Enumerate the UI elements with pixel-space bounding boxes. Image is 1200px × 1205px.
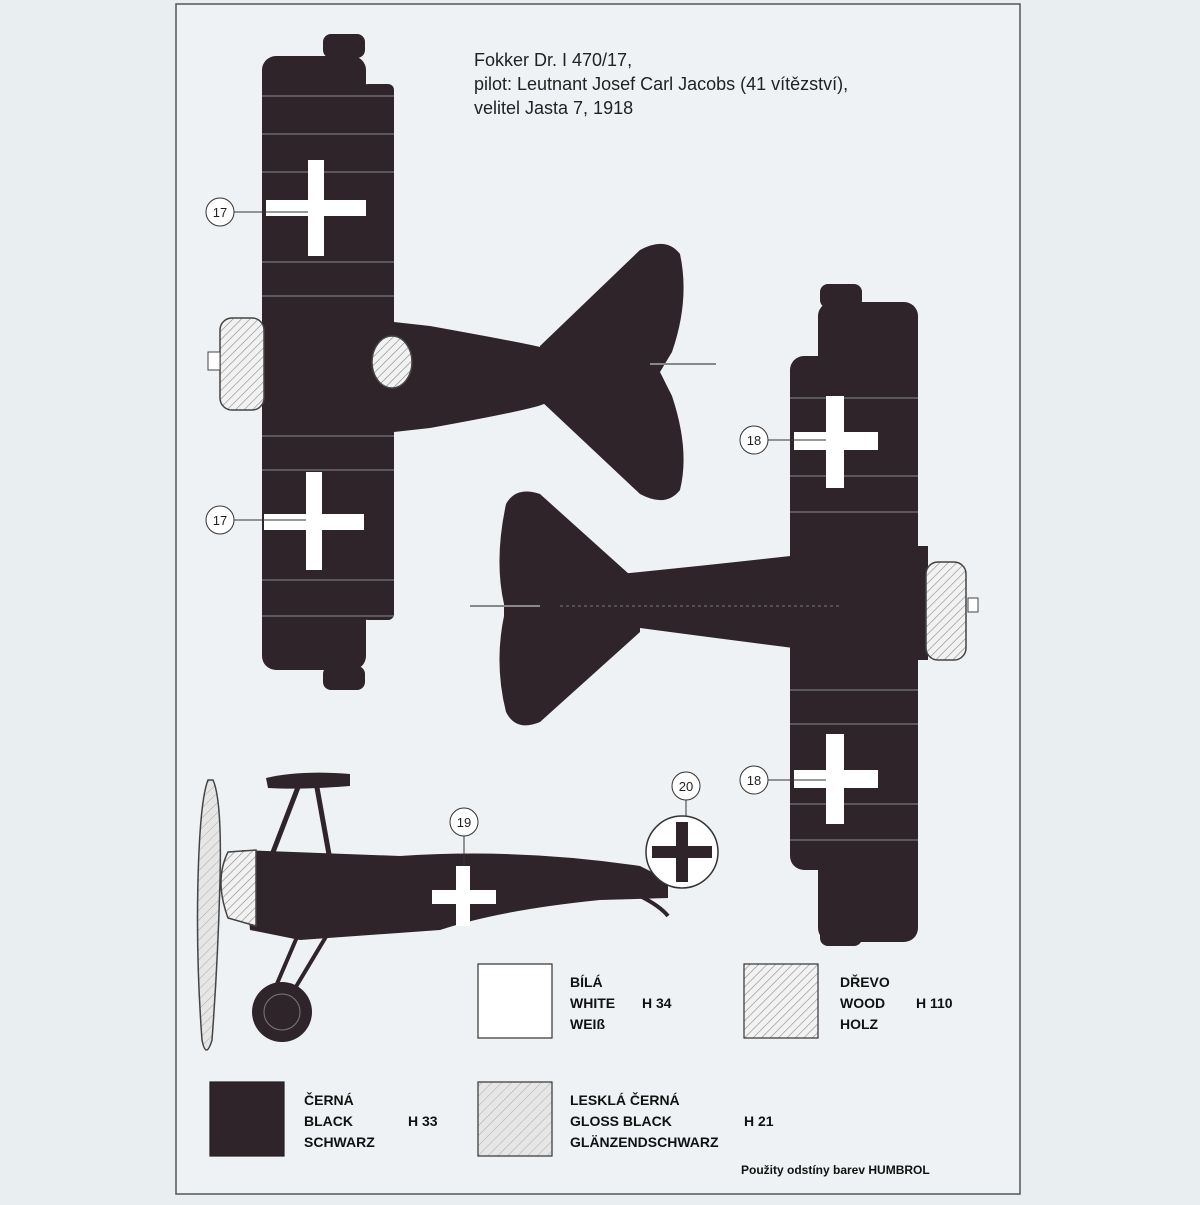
- bottom-view-propeller-hub: [967, 597, 979, 613]
- swatch-black-label: ČERNÁ BLACK SCHWARZ: [304, 1090, 375, 1153]
- side-view-cowling: [220, 849, 257, 927]
- bottom-view-fuselage: [560, 548, 922, 658]
- callout-label: 18: [747, 773, 761, 788]
- callout-circle: [205, 197, 235, 227]
- top-view-aileron-bottom: [323, 666, 365, 690]
- side-view-tailskid: [639, 894, 670, 918]
- swatch-gloss-black-label: LESKLÁ ČERNÁ GLOSS BLACK GLÄNZENDSCHWARZ: [570, 1090, 719, 1153]
- side-view-strut-rear: [313, 781, 333, 861]
- callout-label: 20: [679, 779, 693, 794]
- title-line-2: pilot: Leutnant Josef Carl Jacobs (41 ví…: [474, 74, 849, 94]
- bottom-view-cross-upper: [794, 396, 878, 488]
- top-view-upper-wing: [262, 56, 366, 670]
- swatch-white-label-en: WHITE: [570, 995, 616, 1011]
- swatch-gloss-black-code: H 21: [744, 1113, 774, 1129]
- swatch-black-label-cz: ČERNÁ: [304, 1092, 354, 1108]
- swatch-wood-label-en: WOOD: [840, 995, 886, 1011]
- top-view: [207, 34, 716, 690]
- side-view: [196, 772, 719, 1051]
- swatch-wood-label-cz: DŘEVO: [840, 974, 890, 990]
- callout-circle: [739, 765, 769, 795]
- callout-circle: [205, 505, 235, 535]
- side-view-propeller: [196, 779, 222, 1051]
- callout-label: 18: [747, 433, 761, 448]
- bottom-view-tailplane: [499, 491, 640, 726]
- top-view-cross-lower: [264, 472, 364, 570]
- title-line-3: velitel Jasta 7, 1918: [474, 98, 634, 118]
- callout-label: 19: [457, 815, 471, 830]
- side-view-top-wing: [266, 772, 350, 789]
- bottom-view-aileron-bottom: [820, 924, 862, 946]
- bottom-view-cross-lower: [794, 734, 878, 824]
- swatch-black-label-en: BLACK: [304, 1113, 353, 1129]
- swatch-wood-label: DŘEVO WOOD HOLZ: [840, 972, 890, 1035]
- side-view-wheel: [252, 982, 312, 1042]
- top-view-propeller-hub: [207, 351, 221, 371]
- swatch-black-label-de: SCHWARZ: [304, 1134, 375, 1150]
- top-view-cockpit: [371, 335, 413, 389]
- callout-circle: [739, 425, 769, 455]
- swatch-white: [477, 963, 553, 1039]
- side-view-strut-front: [267, 781, 303, 861]
- callout-circle: [449, 807, 479, 837]
- bottom-view-center-section: [856, 546, 928, 660]
- swatch-white-code: H 34: [642, 995, 672, 1011]
- bottom-view-cowling: [925, 561, 967, 661]
- side-view-fuselage-cross: [432, 866, 496, 926]
- swatch-black: [209, 1081, 285, 1157]
- swatch-wood-label-de: HOLZ: [840, 1016, 879, 1032]
- swatch-white-label-de: WEIß: [570, 1016, 605, 1032]
- side-view-rudder-cross: [652, 822, 712, 882]
- swatch-black-code: H 33: [408, 1113, 438, 1129]
- swatch-gloss-black-label-de: GLÄNZENDSCHWARZ: [570, 1134, 719, 1150]
- swatch-gloss-black-label-en: GLOSS BLACK: [570, 1113, 672, 1129]
- swatch-white-label: BÍLÁ WHITE WEIß: [570, 972, 615, 1035]
- top-view-aileron-top: [323, 34, 365, 58]
- top-view-cowling: [219, 317, 265, 411]
- callouts: 17 17 18 18 19 20: [205, 197, 826, 866]
- callout-circle: [671, 771, 701, 801]
- top-view-fuselage: [394, 322, 560, 432]
- swatch-white-label-cz: BÍLÁ: [570, 974, 603, 990]
- title-block: Fokker Dr. I 470/17, pilot: Leutnant Jos…: [474, 48, 848, 120]
- callout-label: 17: [213, 205, 227, 220]
- swatch-wood: [743, 963, 819, 1039]
- footer-note: Použity odstíny barev HUMBROL: [741, 1163, 930, 1177]
- callout-label: 17: [213, 513, 227, 528]
- bottom-view: [470, 284, 979, 946]
- swatch-gloss-black-label-cz: LESKLÁ ČERNÁ: [570, 1092, 680, 1108]
- title-line-1: Fokker Dr. I 470/17,: [474, 50, 633, 70]
- top-view-tailplane: [540, 243, 684, 501]
- swatch-wood-code: H 110: [916, 995, 953, 1011]
- swatch-gloss-black: [477, 1081, 553, 1157]
